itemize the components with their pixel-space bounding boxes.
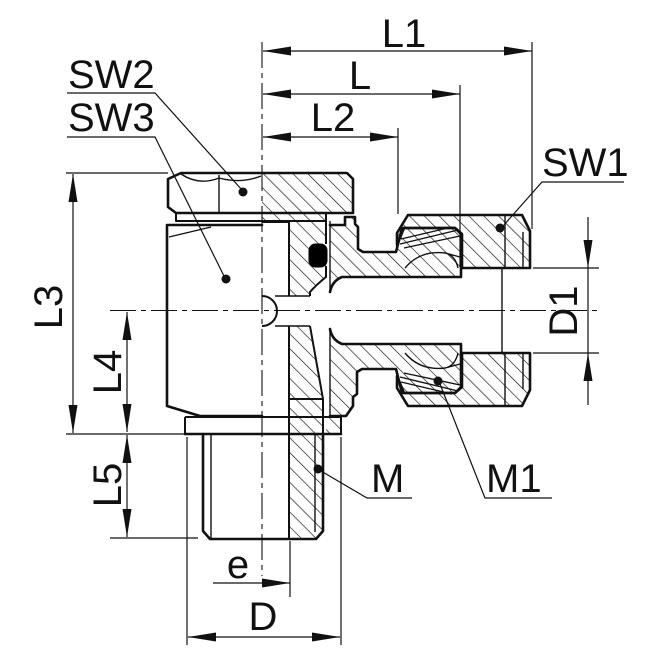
dimensions (66, 42, 624, 645)
label-L4: L4 (86, 350, 130, 395)
label-L2: L2 (311, 96, 356, 140)
nut-lower-outline (395, 351, 532, 408)
leader-SW3 (67, 136, 225, 277)
cross-drilling-arc (261, 295, 278, 327)
bolt-shank-section (262, 213, 326, 296)
leader-dot-sw1 (495, 223, 505, 233)
leader-dot-m1 (433, 376, 443, 386)
captive-seal (308, 243, 328, 268)
leader-M1 (439, 383, 552, 499)
centerlines (110, 42, 600, 576)
nut-lower-section (397, 353, 530, 406)
leader-M (320, 470, 412, 499)
body-lower-outline (328, 327, 463, 418)
body-upper-section (330, 217, 461, 292)
extension-lines (66, 42, 599, 645)
label-L: L (349, 54, 371, 98)
nut-upper-outline (395, 213, 532, 270)
cutting-ring-profile (404, 251, 461, 370)
stud-outline (201, 432, 325, 541)
label-SW2: SW2 (68, 53, 155, 97)
leader-dot-sw2 (238, 187, 248, 197)
label-M: M (371, 457, 404, 501)
stud-thread-root-lines (210, 434, 316, 538)
leader-dot-m (313, 464, 323, 474)
washer-outline (184, 416, 342, 434)
hex-head-outline (166, 171, 355, 215)
label-SW1: SW1 (542, 141, 629, 185)
label-SW3: SW3 (68, 96, 155, 140)
label-L3: L3 (27, 285, 71, 330)
passage-lines (275, 295, 310, 327)
leader-dot-sw3 (221, 274, 231, 284)
bolt-shank-edges (289, 213, 327, 434)
bolt-bore-walls (262, 221, 290, 539)
sealing-washer-section (326, 417, 341, 434)
thread-lines (399, 226, 461, 395)
leader-SW2 (67, 92, 243, 191)
label-L5: L5 (86, 463, 130, 508)
dimension-labels: L1 L L2 SW2 SW3 SW1 L3 L4 L5 D1 M M1 e D (27, 12, 629, 639)
bolt-head-section (262, 173, 353, 213)
label-D1: D1 (542, 285, 586, 336)
label-e: e (227, 543, 249, 587)
label-M1: M1 (486, 457, 542, 501)
arrowheads (68, 46, 593, 642)
body-cylinder-outline (165, 223, 264, 418)
stud-section (289, 326, 323, 539)
body-lower-section (330, 329, 461, 416)
hex-chamfer-arc-left (180, 173, 220, 182)
label-D: D (249, 595, 278, 639)
hex-chamfer-arc-right (218, 175, 262, 182)
leader-dots (221, 187, 505, 474)
label-L1: L1 (382, 12, 427, 56)
part-outlines (165, 171, 532, 541)
body-chamfer-line (168, 226, 212, 238)
leader-SW1 (502, 181, 624, 227)
